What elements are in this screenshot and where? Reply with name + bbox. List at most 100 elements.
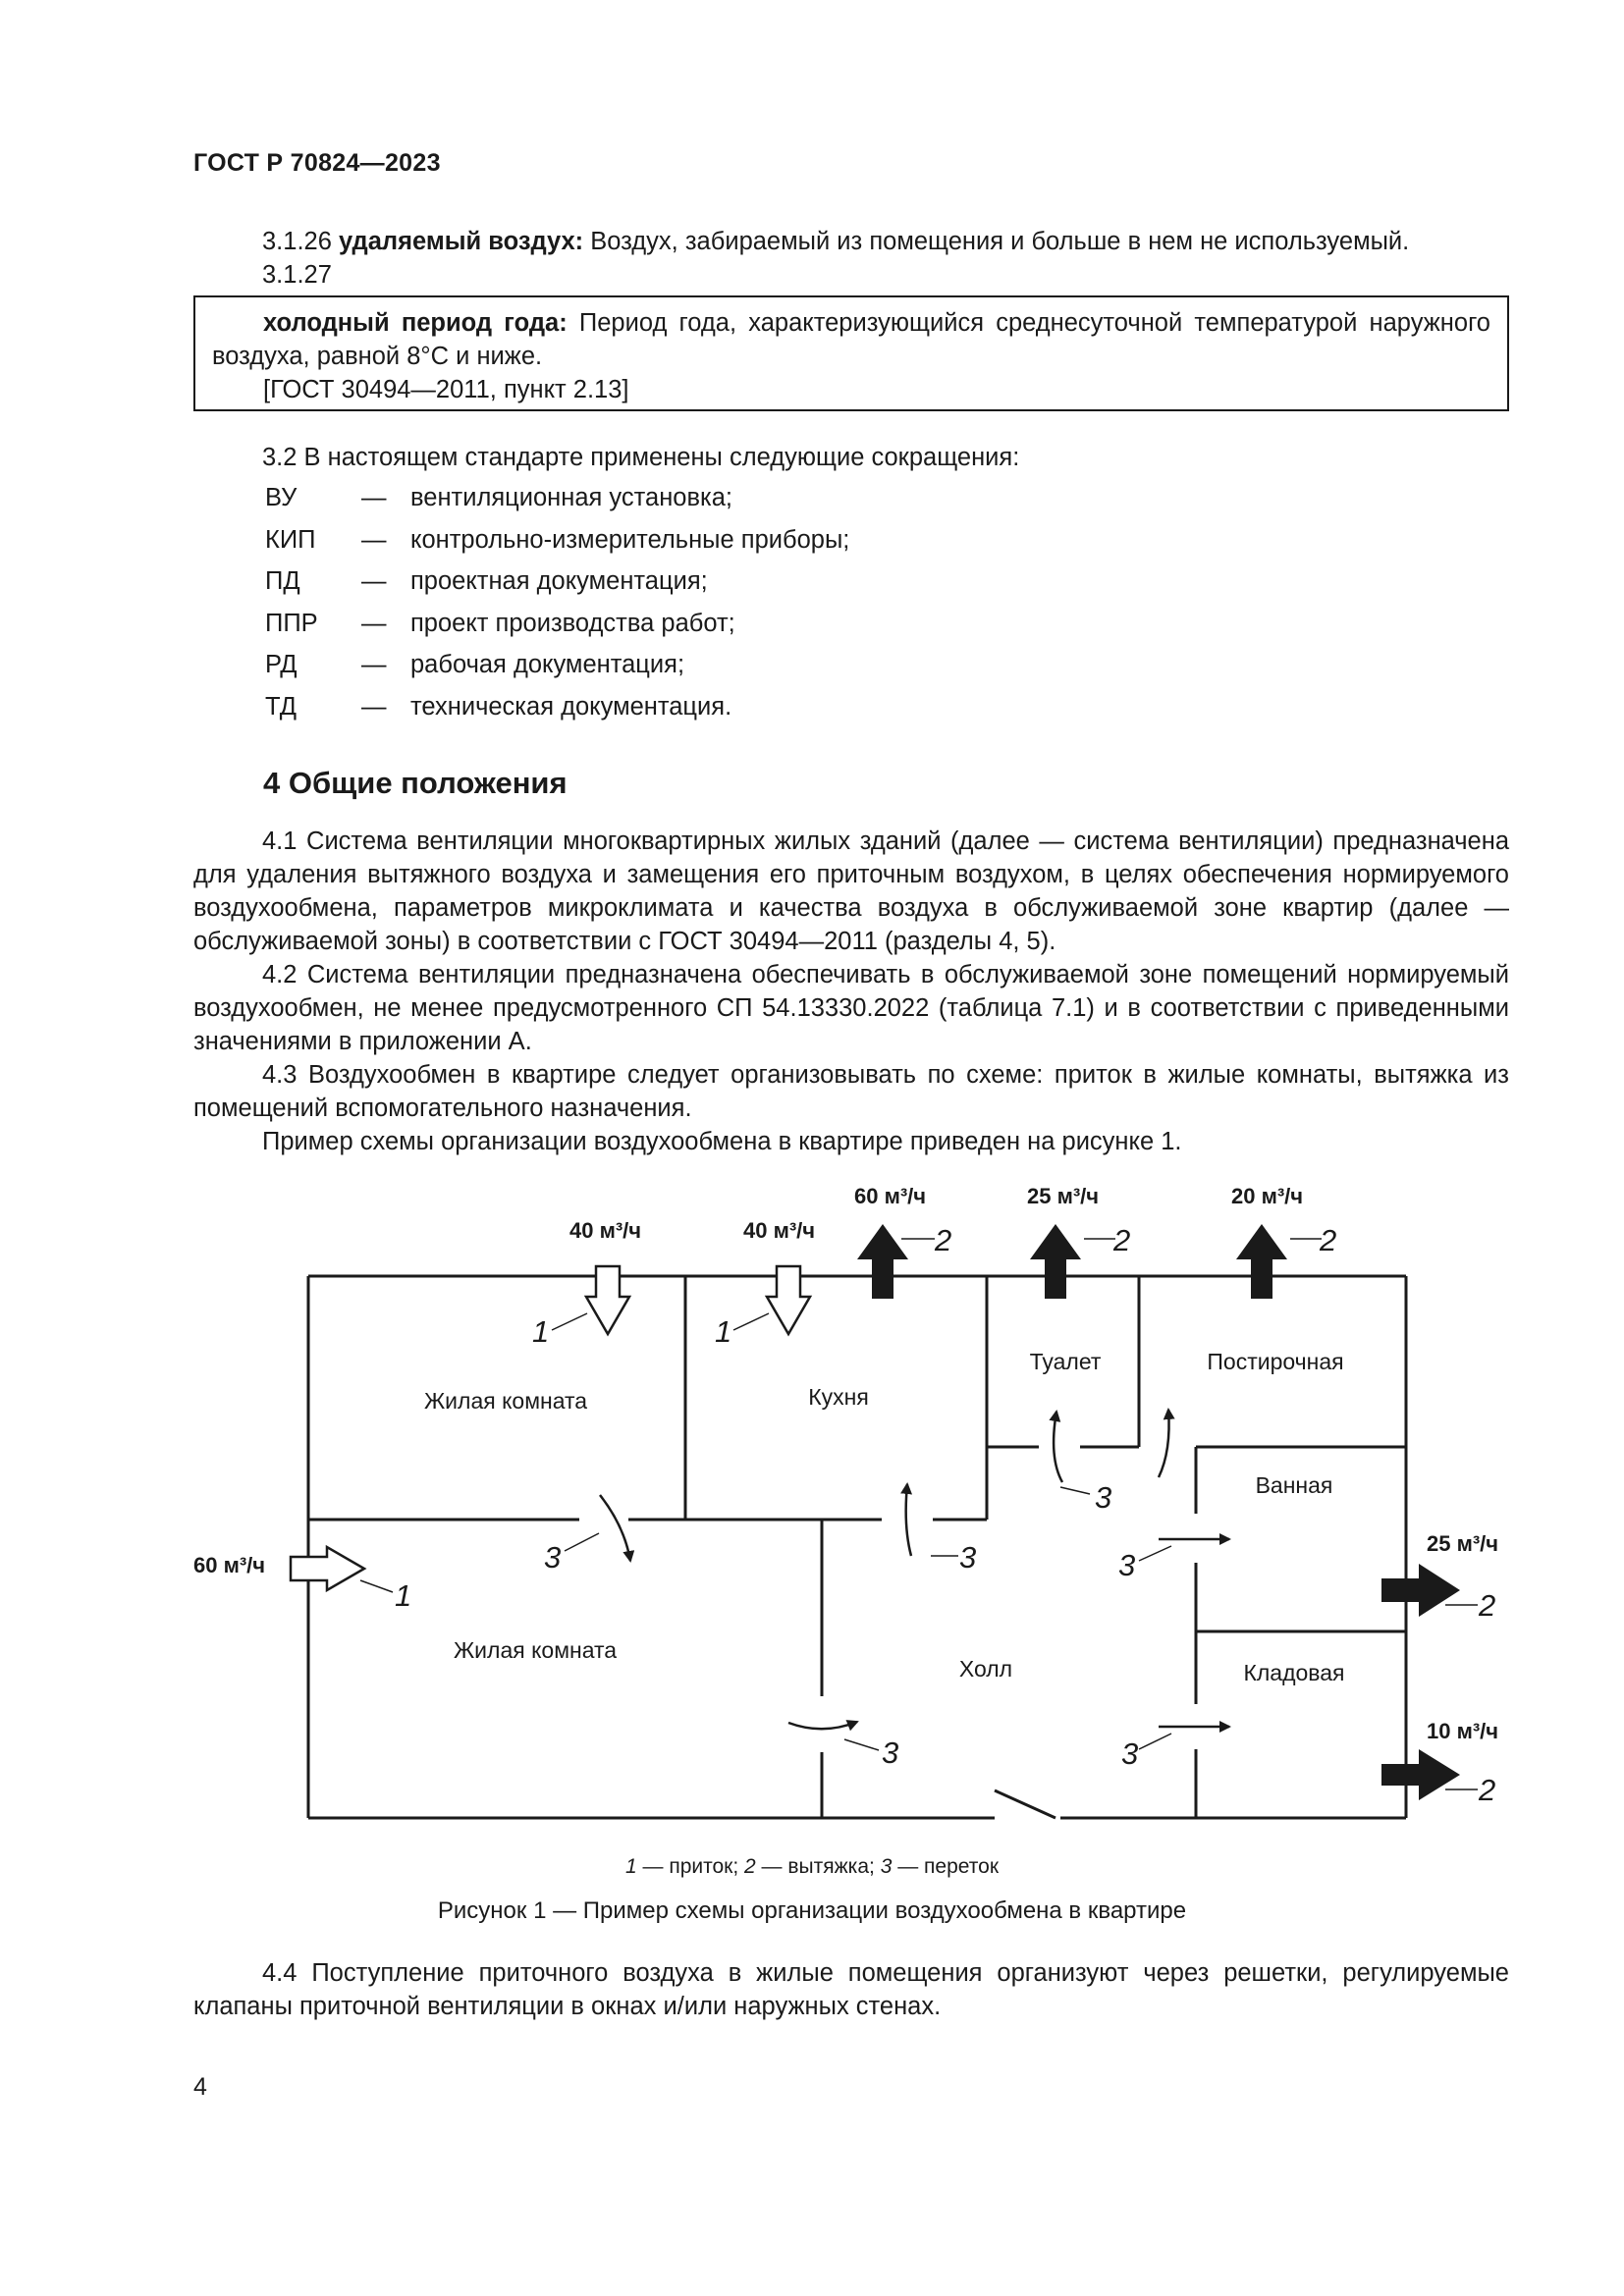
term-3-1-26: 3.1.26 удаляемый воздух: Воздух, забирае… <box>193 225 1509 292</box>
flow-label: 40 м³/ч <box>743 1218 815 1243</box>
term-source: [ГОСТ 30494—2011, пункт 2.13] <box>263 376 629 403</box>
abbr-meaning: проектная документация; <box>410 567 708 595</box>
marker-supply: 1 <box>532 1314 549 1349</box>
leader-line <box>843 1738 880 1751</box>
marker-transfer: 3 <box>882 1735 898 1770</box>
marker-transfer: 3 <box>544 1540 561 1575</box>
leader-line <box>564 1532 600 1552</box>
leader-line <box>359 1579 394 1593</box>
abbr-meaning: рабочая документация; <box>410 651 685 678</box>
leader-line <box>1138 1733 1172 1750</box>
figure-markers: 1 1 1 2 2 2 2 2 3 3 3 3 3 3 <box>395 1223 1495 1807</box>
abbreviations-intro-text: 3.2 В настоящем стандарте применены след… <box>262 444 1020 471</box>
section-title: 4 Общие положения <box>263 766 568 800</box>
exhaust-arrow-laundry <box>1236 1224 1287 1299</box>
room-label-hall: Холл <box>959 1656 1012 1682</box>
legend-number: 3 <box>880 1855 893 1878</box>
document-header: ГОСТ Р 70824—2023 <box>193 149 441 177</box>
paragraph-4-1: 4.1 Система вентиляции многоквартирных ж… <box>193 828 1509 955</box>
term-3-1-27-paragraph: холодный период года: Период года, харак… <box>212 306 1490 373</box>
transfer-arrow <box>1049 1410 1064 1483</box>
room-label-bath: Ванная <box>1256 1472 1333 1498</box>
marker-transfer: 3 <box>959 1540 976 1575</box>
marker-transfer: 3 <box>1121 1736 1138 1771</box>
abbr-dash: — <box>361 484 387 511</box>
abbr-dash: — <box>361 651 387 678</box>
exhaust-arrow-kitchen <box>857 1224 908 1299</box>
flow-label: 10 м³/ч <box>1427 1719 1498 1743</box>
marker-exhaust: 2 <box>1478 1773 1495 1807</box>
floor-plan-walls <box>306 1274 1408 1820</box>
supply-arrow-living2 <box>289 1544 367 1593</box>
exhaust-arrow-toilet <box>1030 1224 1081 1299</box>
term-number: 3.1.26 <box>262 228 332 255</box>
legend-text: — переток <box>892 1855 1000 1878</box>
exhaust-arrow-bath <box>1381 1564 1460 1617</box>
abbr-dash: — <box>361 525 387 554</box>
room-label-laundry: Постирочная <box>1207 1349 1343 1374</box>
room-label-living2: Жилая комната <box>454 1637 617 1663</box>
leader-line <box>732 1312 770 1331</box>
exhaust-arrows <box>857 1224 1460 1800</box>
marker-leaders <box>359 1238 1478 1790</box>
legend-text: — приток; <box>636 1855 745 1878</box>
room-label-living1: Жилая комната <box>424 1388 587 1414</box>
abbr-meaning: техническая документация. <box>410 692 732 721</box>
leader-line <box>1059 1486 1091 1495</box>
term-name: удаляемый воздух: <box>339 228 584 255</box>
legend-number: 1 <box>624 1855 637 1878</box>
paragraph-4-3-figure-ref: Пример схемы организации воздухообмена в… <box>262 1128 1182 1155</box>
paragraph-4-3: 4.3 Воздухообмен в квартире следует орга… <box>193 1061 1509 1122</box>
flow-label: 40 м³/ч <box>569 1218 641 1243</box>
abbr-key: ППР <box>265 609 318 637</box>
page-number: 4 <box>193 2073 207 2101</box>
paragraph-4-2: 4.2 Система вентиляции предназначена обе… <box>193 961 1509 1055</box>
flow-label: 25 м³/ч <box>1027 1184 1099 1208</box>
abbreviations-intro: 3.2 В настоящем стандарте применены след… <box>193 441 1509 474</box>
abbr-key: КИП <box>265 525 316 554</box>
abbr-meaning: вентиляционная установка; <box>410 484 732 511</box>
room-label-kitchen: Кухня <box>808 1384 869 1410</box>
marker-supply: 1 <box>715 1314 731 1349</box>
term-3-1-27-number: 3.1.27 <box>262 261 332 289</box>
transfer-arrow <box>599 1494 635 1563</box>
term-3-1-26-paragraph: 3.1.26 удаляемый воздух: Воздух, забирае… <box>193 225 1509 258</box>
marker-transfer: 3 <box>1118 1548 1135 1582</box>
room-label-toilet: Туалет <box>1030 1349 1102 1374</box>
supply-arrow-living1 <box>583 1264 632 1337</box>
paragraph-4-4: 4.4 Поступление приточного воздуха в жил… <box>193 1959 1509 2020</box>
legend-number: 2 <box>744 1855 756 1878</box>
flow-label: 20 м³/ч <box>1231 1184 1303 1208</box>
flow-label: 25 м³/ч <box>1427 1531 1498 1556</box>
marker-exhaust: 2 <box>934 1223 951 1257</box>
figure-legend: 1 — приток; 2 — вытяжка; 3 — переток <box>0 1855 1624 1879</box>
section-4-body-continued: 4.4 Поступление приточного воздуха в жил… <box>193 1956 1509 2023</box>
abbr-key: РД <box>265 651 298 678</box>
term-name: холодный период года: <box>263 309 568 337</box>
term-definition: Воздух, забираемый из помещения и больше… <box>590 228 1410 255</box>
figure-caption: Рисунок 1 — Пример схемы организации воз… <box>437 1897 1187 1924</box>
abbr-key: ПД <box>265 567 300 595</box>
abbr-dash: — <box>361 609 387 637</box>
transfer-arrow <box>900 1482 913 1557</box>
flow-labels: 40 м³/ч 40 м³/ч 60 м³/ч 25 м³/ч 20 м³/ч … <box>193 1184 1498 1743</box>
marker-exhaust: 2 <box>1112 1223 1130 1257</box>
legend-text: — вытяжка; <box>755 1855 881 1878</box>
term-definition: Период года, характеризующийся среднесут… <box>212 309 1490 370</box>
abbr-meaning: проект производства работ; <box>410 609 735 637</box>
room-labels: Жилая комната Кухня Туалет Постирочная В… <box>424 1349 1345 1685</box>
door-leaf <box>994 1789 1056 1820</box>
abbr-key: ВУ <box>265 484 298 511</box>
transfer-arrow <box>787 1720 859 1732</box>
marker-exhaust: 2 <box>1319 1223 1336 1257</box>
abbr-dash: — <box>361 692 387 721</box>
leader-line <box>551 1312 588 1331</box>
exhaust-arrow-storage <box>1381 1749 1460 1800</box>
supply-arrows <box>289 1264 813 1593</box>
flow-label: 60 м³/ч <box>193 1553 265 1577</box>
abbr-meaning: контрольно-измерительные приборы; <box>410 525 850 554</box>
abbr-dash: — <box>361 567 387 595</box>
marker-transfer: 3 <box>1095 1480 1111 1515</box>
transfer-arrows <box>599 1408 1231 1733</box>
